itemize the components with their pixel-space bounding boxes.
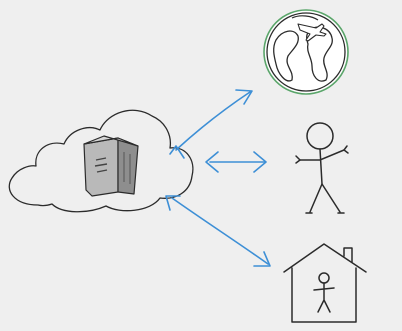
- arrow-cloud-person: [206, 152, 266, 172]
- stick-figure-icon: [296, 123, 348, 213]
- arrow-cloud-house: [166, 196, 270, 266]
- server-icon: [84, 136, 138, 196]
- globe-icon: [264, 10, 348, 94]
- house-icon: [284, 244, 366, 322]
- arrow-cloud-globe: [170, 90, 252, 158]
